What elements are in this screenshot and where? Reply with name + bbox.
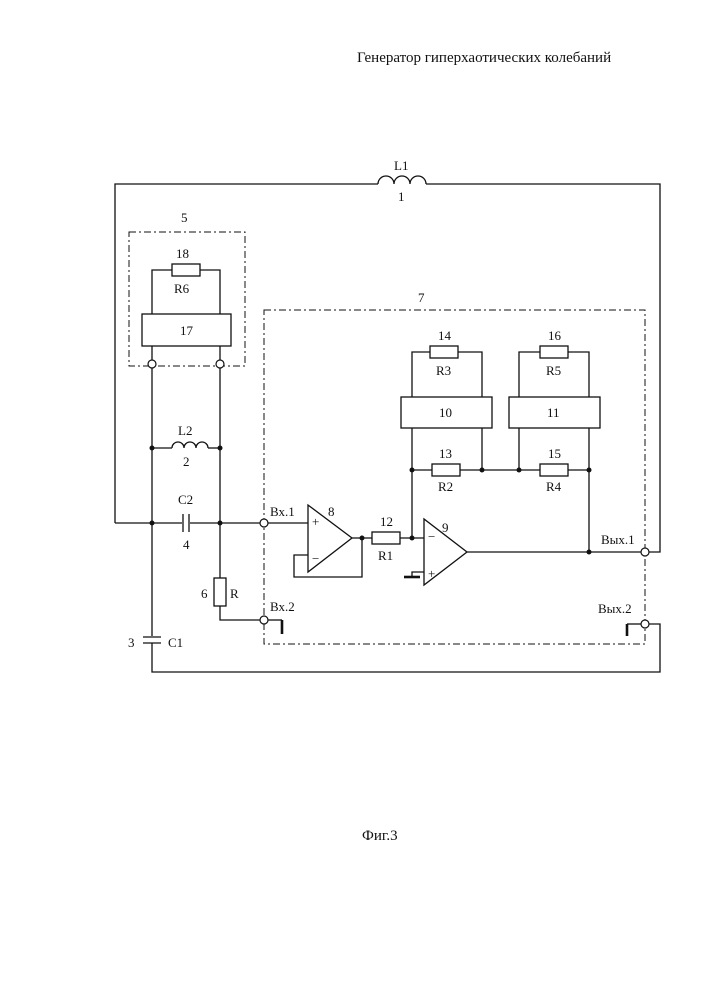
label-vyh2: Вых.2 bbox=[598, 601, 632, 616]
label-vx1: Вх.1 bbox=[270, 504, 295, 519]
label-C1: C1 bbox=[168, 635, 183, 650]
label-3: 3 bbox=[128, 635, 135, 650]
label-vyh1: Вых.1 bbox=[601, 532, 635, 547]
label-11: 11 bbox=[547, 405, 560, 420]
terminal-vyh1 bbox=[641, 548, 649, 556]
label-13: 13 bbox=[439, 446, 452, 461]
block-7-border bbox=[264, 310, 645, 644]
label-5: 5 bbox=[181, 210, 188, 225]
opamp-8-minus: − bbox=[312, 551, 319, 566]
label-R2: R2 bbox=[438, 479, 453, 494]
terminal-17-left bbox=[148, 360, 156, 368]
label-C2: C2 bbox=[178, 492, 193, 507]
resistor-R5 bbox=[540, 346, 568, 358]
resistor-R bbox=[214, 578, 226, 606]
label-R6: R6 bbox=[174, 281, 190, 296]
label-17: 17 bbox=[180, 323, 194, 338]
resistor-R6 bbox=[172, 264, 200, 276]
label-7: 7 bbox=[418, 290, 425, 305]
label-9: 9 bbox=[442, 520, 449, 535]
label-vx2: Вх.2 bbox=[270, 599, 295, 614]
opamp-9-minus: − bbox=[428, 529, 435, 544]
inductor-L2 bbox=[152, 442, 220, 448]
opamp-8-plus: + bbox=[312, 514, 319, 529]
label-L2: L2 bbox=[178, 423, 192, 438]
opamp-9-plus: + bbox=[428, 566, 435, 581]
label-10: 10 bbox=[439, 405, 452, 420]
label-8: 8 bbox=[328, 504, 335, 519]
resistor-R2 bbox=[432, 464, 460, 476]
terminal-vyh2 bbox=[641, 620, 649, 628]
label-2: 2 bbox=[183, 454, 190, 469]
label-L1: L1 bbox=[394, 158, 408, 173]
label-R3: R3 bbox=[436, 363, 451, 378]
label-12: 12 bbox=[380, 514, 393, 529]
resistor-R1 bbox=[372, 532, 400, 544]
resistor-R3 bbox=[430, 346, 458, 358]
resistor-R4 bbox=[540, 464, 568, 476]
terminal-vx2 bbox=[260, 616, 268, 624]
label-R5: R5 bbox=[546, 363, 561, 378]
label-6: 6 bbox=[201, 586, 208, 601]
label-15: 15 bbox=[548, 446, 561, 461]
label-R1: R1 bbox=[378, 548, 393, 563]
inductor-L1 bbox=[115, 176, 660, 552]
capacitor-C2 bbox=[183, 514, 189, 532]
label-18: 18 bbox=[176, 246, 189, 261]
label-R: R bbox=[230, 586, 239, 601]
label-R4: R4 bbox=[546, 479, 562, 494]
terminal-17-right bbox=[216, 360, 224, 368]
label-16: 16 bbox=[548, 328, 562, 343]
capacitor-C1 bbox=[143, 637, 161, 643]
label-4: 4 bbox=[183, 537, 190, 552]
terminal-vx1 bbox=[260, 519, 268, 527]
label-1: 1 bbox=[398, 189, 405, 204]
label-14: 14 bbox=[438, 328, 452, 343]
figure-caption: Фиг.3 bbox=[362, 828, 398, 845]
